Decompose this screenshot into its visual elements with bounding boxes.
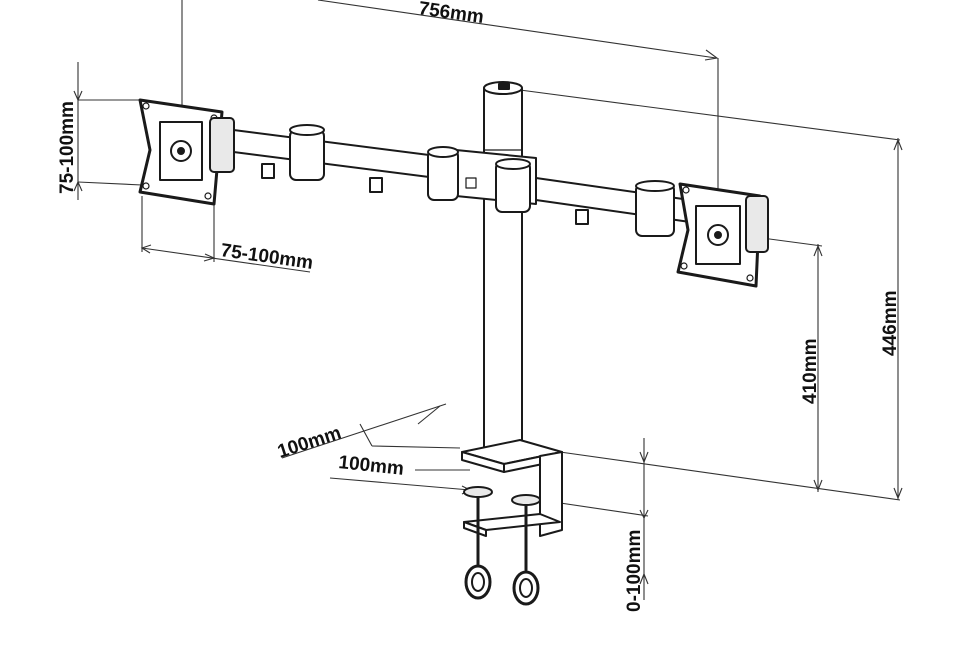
- label-vesa-horizontal: 75-100mm: [219, 240, 314, 274]
- label-clamp-depth-b: 100mm: [337, 452, 404, 480]
- right-vesa-plate: [676, 182, 769, 288]
- arm-joints: [261, 124, 675, 237]
- desk-clamp: [461, 439, 563, 606]
- label-clamp-range: 0-100mm: [624, 530, 645, 612]
- label-vesa-vertical: 75-100mm: [57, 101, 78, 194]
- label-clamp-depth-a: 100mm: [275, 423, 344, 463]
- pole: [483, 81, 523, 461]
- dimension-lines: [73, 0, 903, 600]
- label-total-width: 756mm: [417, 0, 485, 28]
- left-vesa-plate: [138, 98, 235, 206]
- label-arm-height: 410mm: [800, 339, 821, 405]
- label-total-height: 446mm: [880, 291, 901, 357]
